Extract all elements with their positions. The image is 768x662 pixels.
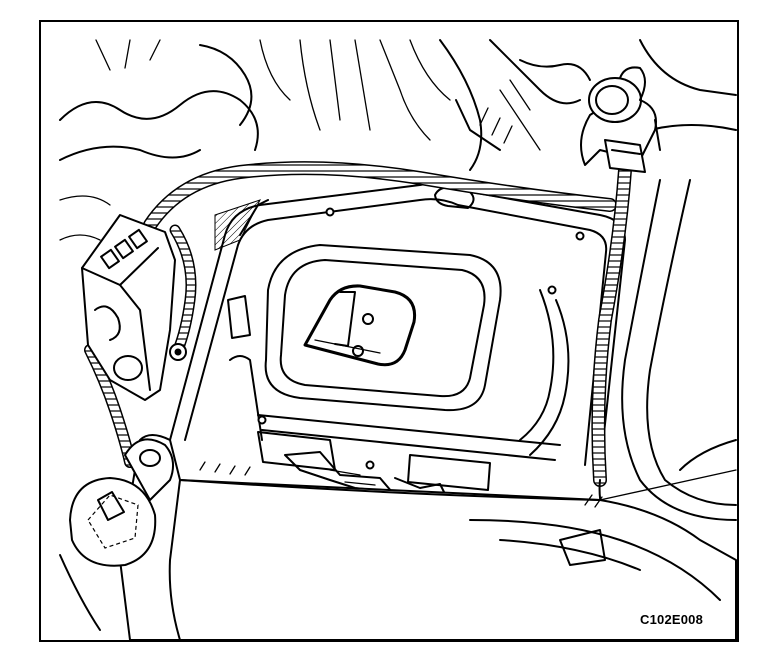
tray-hole — [257, 415, 267, 425]
tray-pocket-outer — [264, 244, 502, 412]
battery-terminal-positive — [580, 66, 661, 173]
hatched-area — [214, 199, 261, 251]
tray-hole — [365, 460, 375, 470]
tray-boss — [303, 284, 417, 367]
boss-hole-top — [362, 313, 374, 325]
fuse-box — [81, 214, 176, 401]
negative-cable-harness — [84, 161, 617, 468]
lower-cover — [119, 434, 737, 641]
figure-code-label: C102E008 — [640, 612, 704, 627]
positive-cable — [591, 163, 632, 521]
tray-pocket-inner — [279, 259, 486, 398]
tray-slot-left — [227, 295, 251, 339]
bracket-bolt — [59, 438, 175, 631]
body-panel-right — [621, 179, 737, 521]
engine-background — [59, 39, 737, 241]
shade-lines — [199, 461, 603, 508]
tray-hole — [547, 285, 557, 295]
tray-lower-slot-right — [407, 454, 491, 491]
tray-hole — [575, 231, 585, 241]
tray-lower-slot-left — [257, 431, 336, 471]
tray-hole — [325, 207, 335, 217]
